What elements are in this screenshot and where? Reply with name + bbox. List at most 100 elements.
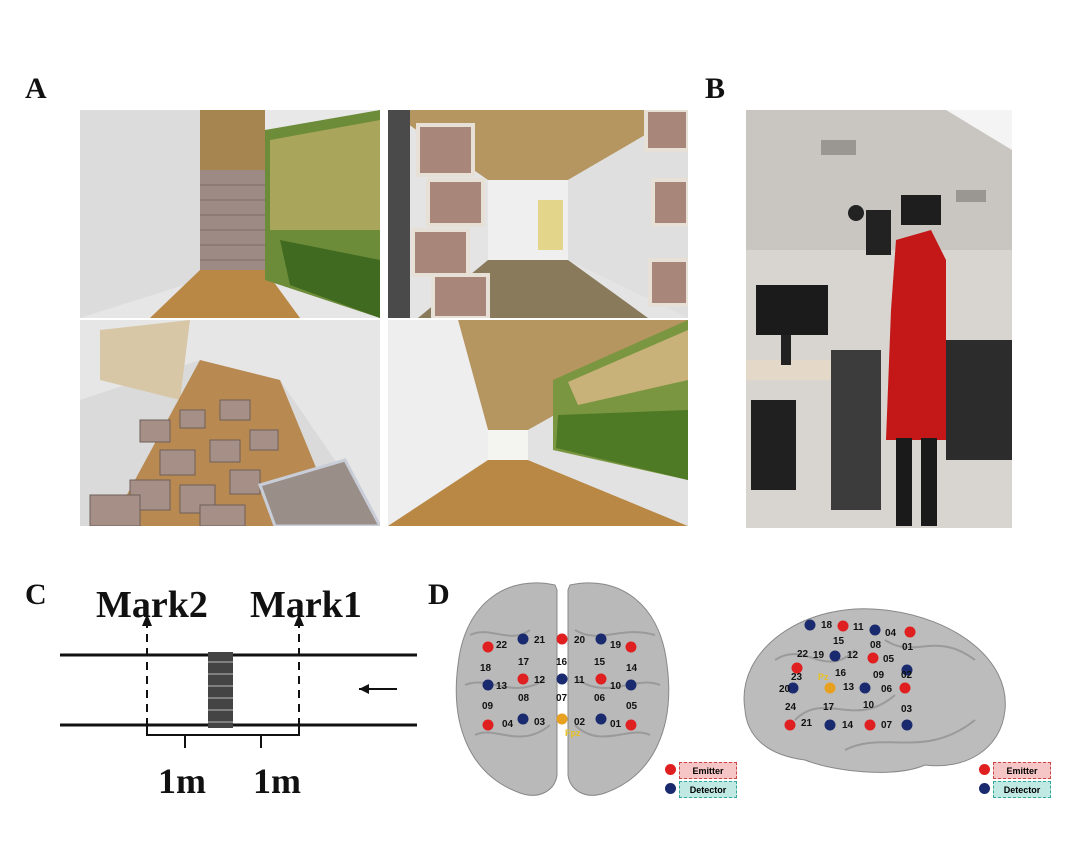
optode-side-4 xyxy=(791,662,803,674)
side-label-01: 01 xyxy=(902,642,914,653)
front-label-07: 07 xyxy=(556,693,568,704)
optode-side-0 xyxy=(804,619,816,631)
mark1-label: Mark1 xyxy=(250,584,362,626)
legend-detector-dot-front xyxy=(665,783,676,794)
front-label-18: 18 xyxy=(480,663,492,674)
optode-front-8 xyxy=(595,673,607,685)
legend-detector-dot-side xyxy=(979,783,990,794)
optode-side-2 xyxy=(869,624,881,636)
optode-side-12 xyxy=(784,719,796,731)
side-label-03: 03 xyxy=(901,704,913,715)
optode-front-12 xyxy=(556,713,568,725)
optode-side-11 xyxy=(899,682,911,694)
optode-front-5 xyxy=(482,679,494,691)
side-label-09: 09 xyxy=(873,670,885,681)
side-label-22: 22 xyxy=(797,649,809,660)
optode-front-10 xyxy=(482,719,494,731)
vr-scene-top-left xyxy=(80,110,380,318)
front-label-16: 16 xyxy=(556,657,568,668)
optode-side-1 xyxy=(837,620,849,632)
participant-photo xyxy=(746,110,1012,528)
optode-front-1 xyxy=(517,633,529,645)
front-label-13: 13 xyxy=(496,681,508,692)
optode-side-10 xyxy=(859,682,871,694)
side-label-24: 24 xyxy=(785,702,797,713)
front-label-08: 08 xyxy=(518,693,530,704)
panel-label-d: D xyxy=(428,578,450,611)
vr-scene-bottom-left xyxy=(80,320,380,526)
side-label-05: 05 xyxy=(883,654,895,665)
side-label-07: 07 xyxy=(881,720,893,731)
panel-label-a: A xyxy=(25,72,47,105)
side-label-11: 11 xyxy=(853,622,864,633)
side-label-08: 08 xyxy=(870,640,882,651)
mark2-label: Mark2 xyxy=(96,584,208,626)
brain-front-view: 22 21 20 19 18 17 16 15 14 13 12 11 10 09 08 07 06 05 04 03… xyxy=(455,582,670,796)
legend-detector-front: Detector xyxy=(679,781,737,798)
side-label-14: 14 xyxy=(842,720,854,731)
legend-emitter-dot-front xyxy=(665,764,676,775)
optode-front-0 xyxy=(482,641,494,653)
optode-side-15 xyxy=(901,719,913,731)
optode-front-7 xyxy=(556,673,568,685)
side-label-15: 15 xyxy=(833,636,845,647)
front-label-01: 01 xyxy=(610,719,622,730)
side-label-04: 04 xyxy=(885,628,897,639)
legend-detector-side: Detector xyxy=(993,781,1051,798)
front-label-04: 04 xyxy=(502,719,514,730)
vr-scene-top-right xyxy=(388,110,688,318)
optode-side-5 xyxy=(829,650,841,662)
optode-front-6 xyxy=(517,673,529,685)
front-label-14: 14 xyxy=(626,663,638,674)
side-label-23: 23 xyxy=(791,672,803,683)
front-label-21: 21 xyxy=(534,635,546,646)
pz-label: Pz xyxy=(818,672,829,682)
side-label-12: 12 xyxy=(847,650,859,661)
front-label-10: 10 xyxy=(610,681,622,692)
side-label-17: 17 xyxy=(823,702,835,713)
front-label-15: 15 xyxy=(594,657,606,668)
optode-front-14 xyxy=(625,719,637,731)
front-label-03: 03 xyxy=(534,717,546,728)
side-label-20: 20 xyxy=(779,684,791,695)
front-label-20: 20 xyxy=(574,635,586,646)
front-label-19: 19 xyxy=(610,640,622,651)
optode-side-13 xyxy=(824,719,836,731)
legend-emitter-front: Emitter xyxy=(679,762,737,779)
distance-label-left: 1m xyxy=(158,761,206,801)
side-label-18: 18 xyxy=(821,620,833,631)
optode-front-9 xyxy=(625,679,637,691)
front-label-17: 17 xyxy=(518,657,530,668)
optode-side-3 xyxy=(904,626,916,638)
optode-side-8 xyxy=(787,682,799,694)
fpz-label: Fpz xyxy=(565,728,581,738)
side-label-16: 16 xyxy=(835,668,847,679)
front-label-11: 11 xyxy=(574,675,585,686)
optode-front-11 xyxy=(517,713,529,725)
panel-label-c: C xyxy=(25,578,47,611)
side-label-06: 06 xyxy=(881,684,893,695)
front-label-02: 02 xyxy=(574,717,586,728)
side-label-21: 21 xyxy=(801,718,813,729)
optode-side-6 xyxy=(867,652,879,664)
legend-emitter-dot-side xyxy=(979,764,990,775)
optode-side-14 xyxy=(864,719,876,731)
optode-side-7 xyxy=(901,664,913,676)
front-label-22: 22 xyxy=(496,640,508,651)
side-label-13: 13 xyxy=(843,682,855,693)
side-label-02: 02 xyxy=(901,670,913,681)
corridor-diagram xyxy=(60,614,417,748)
front-label-12: 12 xyxy=(534,675,546,686)
legend-emitter-side: Emitter xyxy=(993,762,1051,779)
optode-front-4 xyxy=(625,641,637,653)
distance-label-right: 1m xyxy=(253,761,301,801)
side-label-19: 19 xyxy=(813,650,825,661)
front-label-05: 05 xyxy=(626,701,638,712)
front-label-09: 09 xyxy=(482,701,494,712)
vr-scene-bottom-right xyxy=(388,320,688,526)
front-label-06: 06 xyxy=(594,693,606,704)
optode-front-2 xyxy=(556,633,568,645)
optode-front-13 xyxy=(595,713,607,725)
panel-label-b: B xyxy=(705,72,726,105)
